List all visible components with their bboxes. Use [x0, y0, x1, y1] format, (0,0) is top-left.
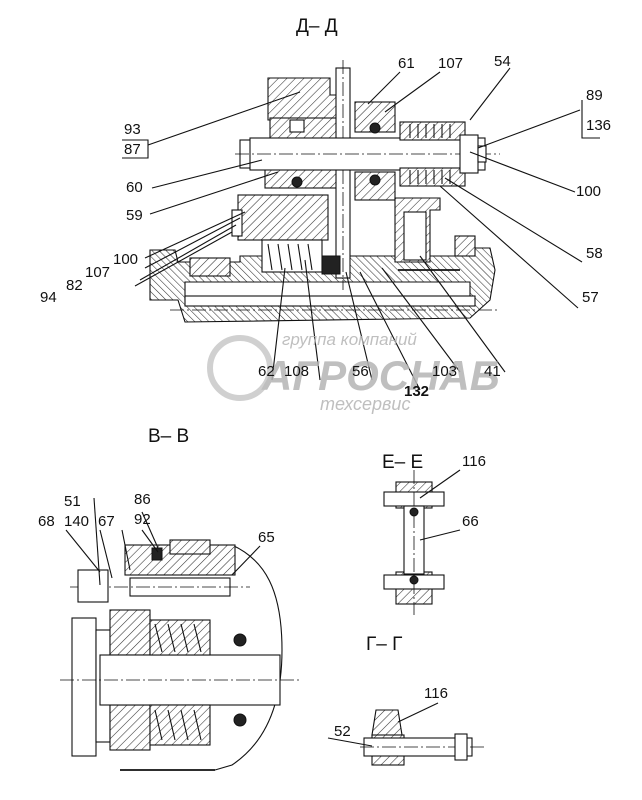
label-100-right: 100 [576, 183, 601, 200]
section-title-vv: В– В [148, 426, 189, 447]
label-41: 41 [484, 363, 501, 380]
label-93: 93 [124, 121, 141, 138]
label-62: 62 [258, 363, 275, 380]
label-92: 92 [134, 511, 151, 528]
section-dd-leaders [122, 67, 600, 391]
label-108: 108 [284, 363, 309, 380]
label-107-left: 107 [85, 264, 110, 281]
label-59: 59 [126, 207, 143, 224]
label-140: 140 [64, 513, 89, 530]
section-title-dd: Д– Д [296, 16, 338, 37]
section-title-gg: Г– Г [366, 634, 402, 655]
label-52: 52 [334, 723, 351, 740]
watermark-line-3: техсервис [320, 394, 410, 414]
label-107-top: 107 [438, 55, 463, 72]
section-title-ee: Е– Е [382, 452, 423, 473]
label-86: 86 [134, 491, 151, 508]
section-vv-drawing [60, 539, 300, 771]
label-116-ee: 116 [462, 453, 486, 470]
label-103: 103 [432, 363, 457, 380]
section-gg-drawing [327, 702, 485, 766]
label-58: 58 [586, 245, 603, 262]
label-94: 94 [40, 289, 57, 306]
label-89: 89 [586, 87, 603, 104]
label-67: 67 [98, 513, 115, 530]
label-87: 87 [124, 141, 141, 158]
watermark: группа компаний АГРОСНАБ техсервис [207, 330, 500, 414]
label-56: 56 [352, 363, 369, 380]
label-60: 60 [126, 179, 143, 196]
label-132: 132 [404, 383, 429, 400]
label-136: 136 [586, 117, 611, 134]
label-68: 68 [38, 513, 55, 530]
section-vv-leaders [65, 497, 261, 586]
label-65: 65 [258, 529, 275, 546]
label-66: 66 [462, 513, 479, 530]
label-51: 51 [64, 493, 81, 510]
section-dd-drawing [149, 60, 500, 323]
label-61: 61 [398, 55, 415, 72]
label-54: 54 [494, 53, 511, 70]
watermark-line-2: АГРОСНАБ [261, 352, 500, 399]
section-ee-drawing [383, 469, 461, 615]
label-116-gg: 116 [424, 685, 448, 702]
watermark-line-1: группа компаний [282, 330, 417, 349]
label-57: 57 [582, 289, 599, 306]
label-100-left: 100 [113, 251, 138, 268]
label-82: 82 [66, 277, 83, 294]
